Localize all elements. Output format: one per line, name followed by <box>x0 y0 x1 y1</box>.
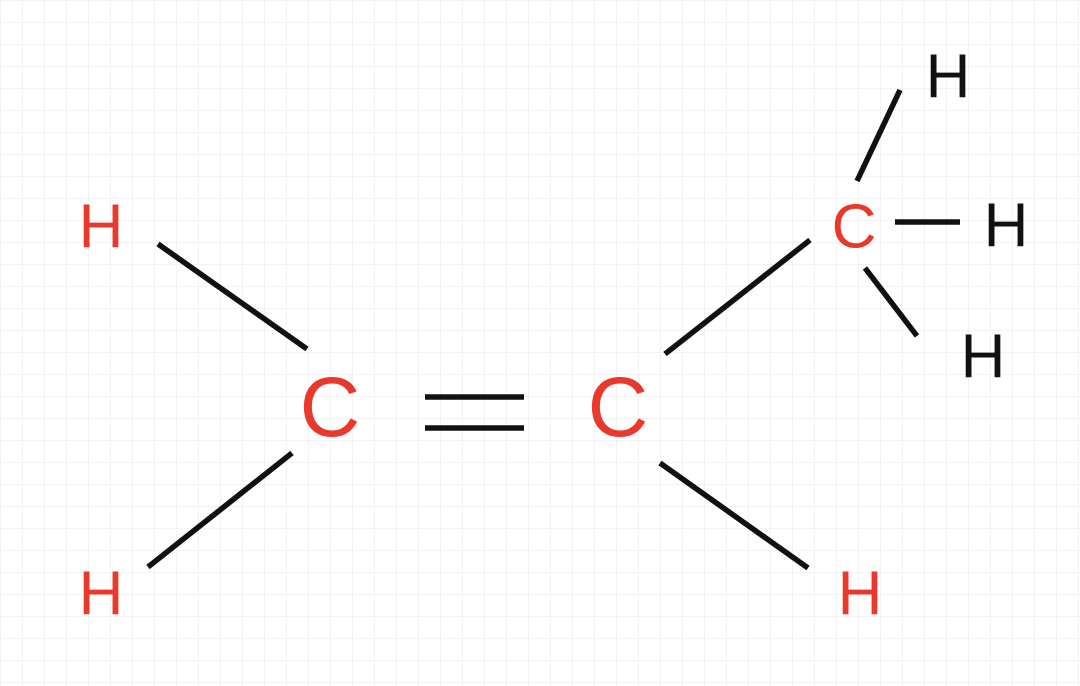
atoms: C C C H H H H H H <box>79 43 1029 629</box>
atom-c1: C <box>300 360 361 454</box>
atom-c2: C <box>588 360 649 454</box>
bond-h-c1-top <box>156 241 309 352</box>
atom-h-c1-top: H <box>79 193 124 262</box>
bond-c2-c3 <box>663 237 812 357</box>
bond-c3-h-top <box>854 88 903 183</box>
bond-h-c1-bottom <box>146 450 294 570</box>
atom-h-c3-bottom: H <box>961 323 1006 392</box>
atom-c3: C <box>832 193 877 262</box>
atom-h-c3-top: H <box>926 43 971 112</box>
atom-h-c2-bottom: H <box>838 560 883 629</box>
atom-h-c1-bottom: H <box>79 560 124 629</box>
bond-c3-h-bottom <box>862 266 920 338</box>
bonds <box>146 88 960 571</box>
atom-h-c3-right: H <box>984 192 1029 261</box>
bond-h-c2-bottom <box>658 460 810 571</box>
